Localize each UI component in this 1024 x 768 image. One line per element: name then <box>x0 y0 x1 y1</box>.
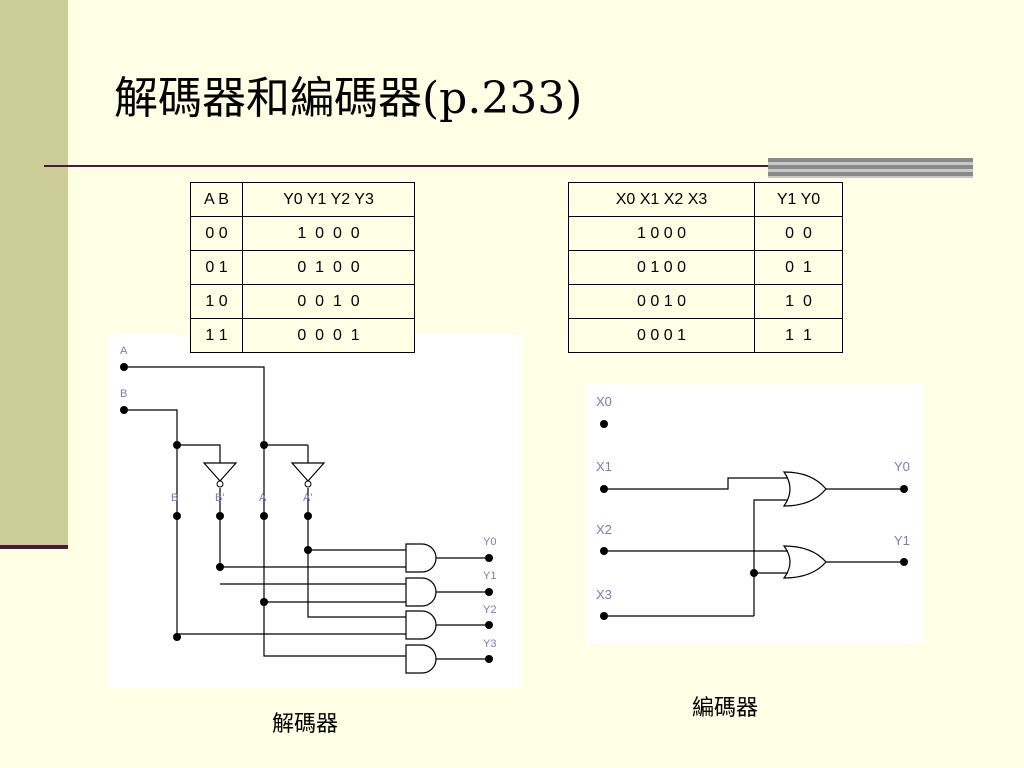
bus-a-not-label: A' <box>303 492 312 504</box>
decoder-output-y2-label: Y2 <box>483 604 496 616</box>
encoder-output-y0-label: Y0 <box>894 459 910 474</box>
decoder-caption: 解碼器 <box>272 712 339 737</box>
decoder-circuit: A B B B' A A' Y0 Y1 Y2 Y3 <box>108 335 522 688</box>
encoder-input-x2-label: X2 <box>596 522 612 537</box>
slide-title: 解碼器和編碼器(p.233) <box>114 73 583 124</box>
decoder-input-a-label: A <box>120 345 128 357</box>
decoder-output-y0-label: Y0 <box>483 536 496 548</box>
decoder-output-y3-label: Y3 <box>483 638 496 650</box>
decoder-output-y1-label: Y1 <box>483 570 496 582</box>
title-rule-decor <box>768 158 973 178</box>
bus-a-label: A <box>259 492 267 504</box>
left-decor-line <box>0 545 68 549</box>
header-cell: X0 X1 X2 X3 <box>568 182 755 217</box>
table-cell: 1 1 <box>754 318 843 353</box>
encoder-truth-table: X0 X1 X2 X3 Y1 Y0 1 0 0 0 0 0 0 1 0 0 0 … <box>568 182 843 353</box>
table-cell: 0 0 1 0 <box>242 284 415 319</box>
decoder-input-b-label: B <box>120 388 127 400</box>
table-cell: 1 0 0 0 <box>242 216 415 251</box>
table-row: 0 1 0 1 0 0 <box>190 250 415 285</box>
bus-b-not-label: B' <box>215 492 224 504</box>
header-cell: Y1 Y0 <box>754 182 843 217</box>
table-cell: 1 0 <box>754 284 843 319</box>
encoder-input-x1-label: X1 <box>596 459 612 474</box>
encoder-caption: 編碼器 <box>692 696 759 721</box>
table-row: 1 1 0 0 0 1 <box>190 318 415 353</box>
table-cell: 0 0 0 1 <box>242 318 415 353</box>
table-cell: 0 1 <box>754 250 843 285</box>
bus-b-label: B <box>171 492 178 504</box>
table-cell: 1 0 <box>190 284 243 319</box>
table-header-row: A B Y0 Y1 Y2 Y3 <box>190 182 415 217</box>
table-cell: 0 0 1 0 <box>568 284 755 319</box>
encoder-input-x3-label: X3 <box>596 587 612 602</box>
encoder-circuit: X0 X1 X2 X3 Y0 Y1 <box>586 384 924 644</box>
header-cell: Y0 Y1 Y2 Y3 <box>242 182 415 217</box>
table-header-row: X0 X1 X2 X3 Y1 Y0 <box>568 182 843 217</box>
decoder-truth-table: A B Y0 Y1 Y2 Y3 0 0 1 0 0 0 0 1 0 1 0 0 … <box>190 182 415 353</box>
table-row: 0 0 1 0 1 0 <box>568 284 843 319</box>
table-cell: 1 1 <box>190 318 243 353</box>
table-cell: 0 1 0 0 <box>568 250 755 285</box>
table-row: 1 0 0 0 1 0 <box>190 284 415 319</box>
table-row: 0 0 1 0 0 0 <box>190 216 415 251</box>
title-underline <box>44 165 784 167</box>
table-cell: 0 1 0 0 <box>242 250 415 285</box>
encoder-output-y1-label: Y1 <box>894 533 910 548</box>
table-cell: 1 0 0 0 <box>568 216 755 251</box>
encoder-input-x0-label: X0 <box>596 394 612 409</box>
table-row: 1 0 0 0 0 0 <box>568 216 843 251</box>
table-cell: 0 0 <box>754 216 843 251</box>
left-decor-bar <box>0 0 68 545</box>
table-cell: 0 1 <box>190 250 243 285</box>
table-row: 0 0 0 1 1 1 <box>568 318 843 353</box>
table-row: 0 1 0 0 0 1 <box>568 250 843 285</box>
header-cell: A B <box>190 182 243 217</box>
table-cell: 0 0 0 1 <box>568 318 755 353</box>
table-cell: 0 0 <box>190 216 243 251</box>
